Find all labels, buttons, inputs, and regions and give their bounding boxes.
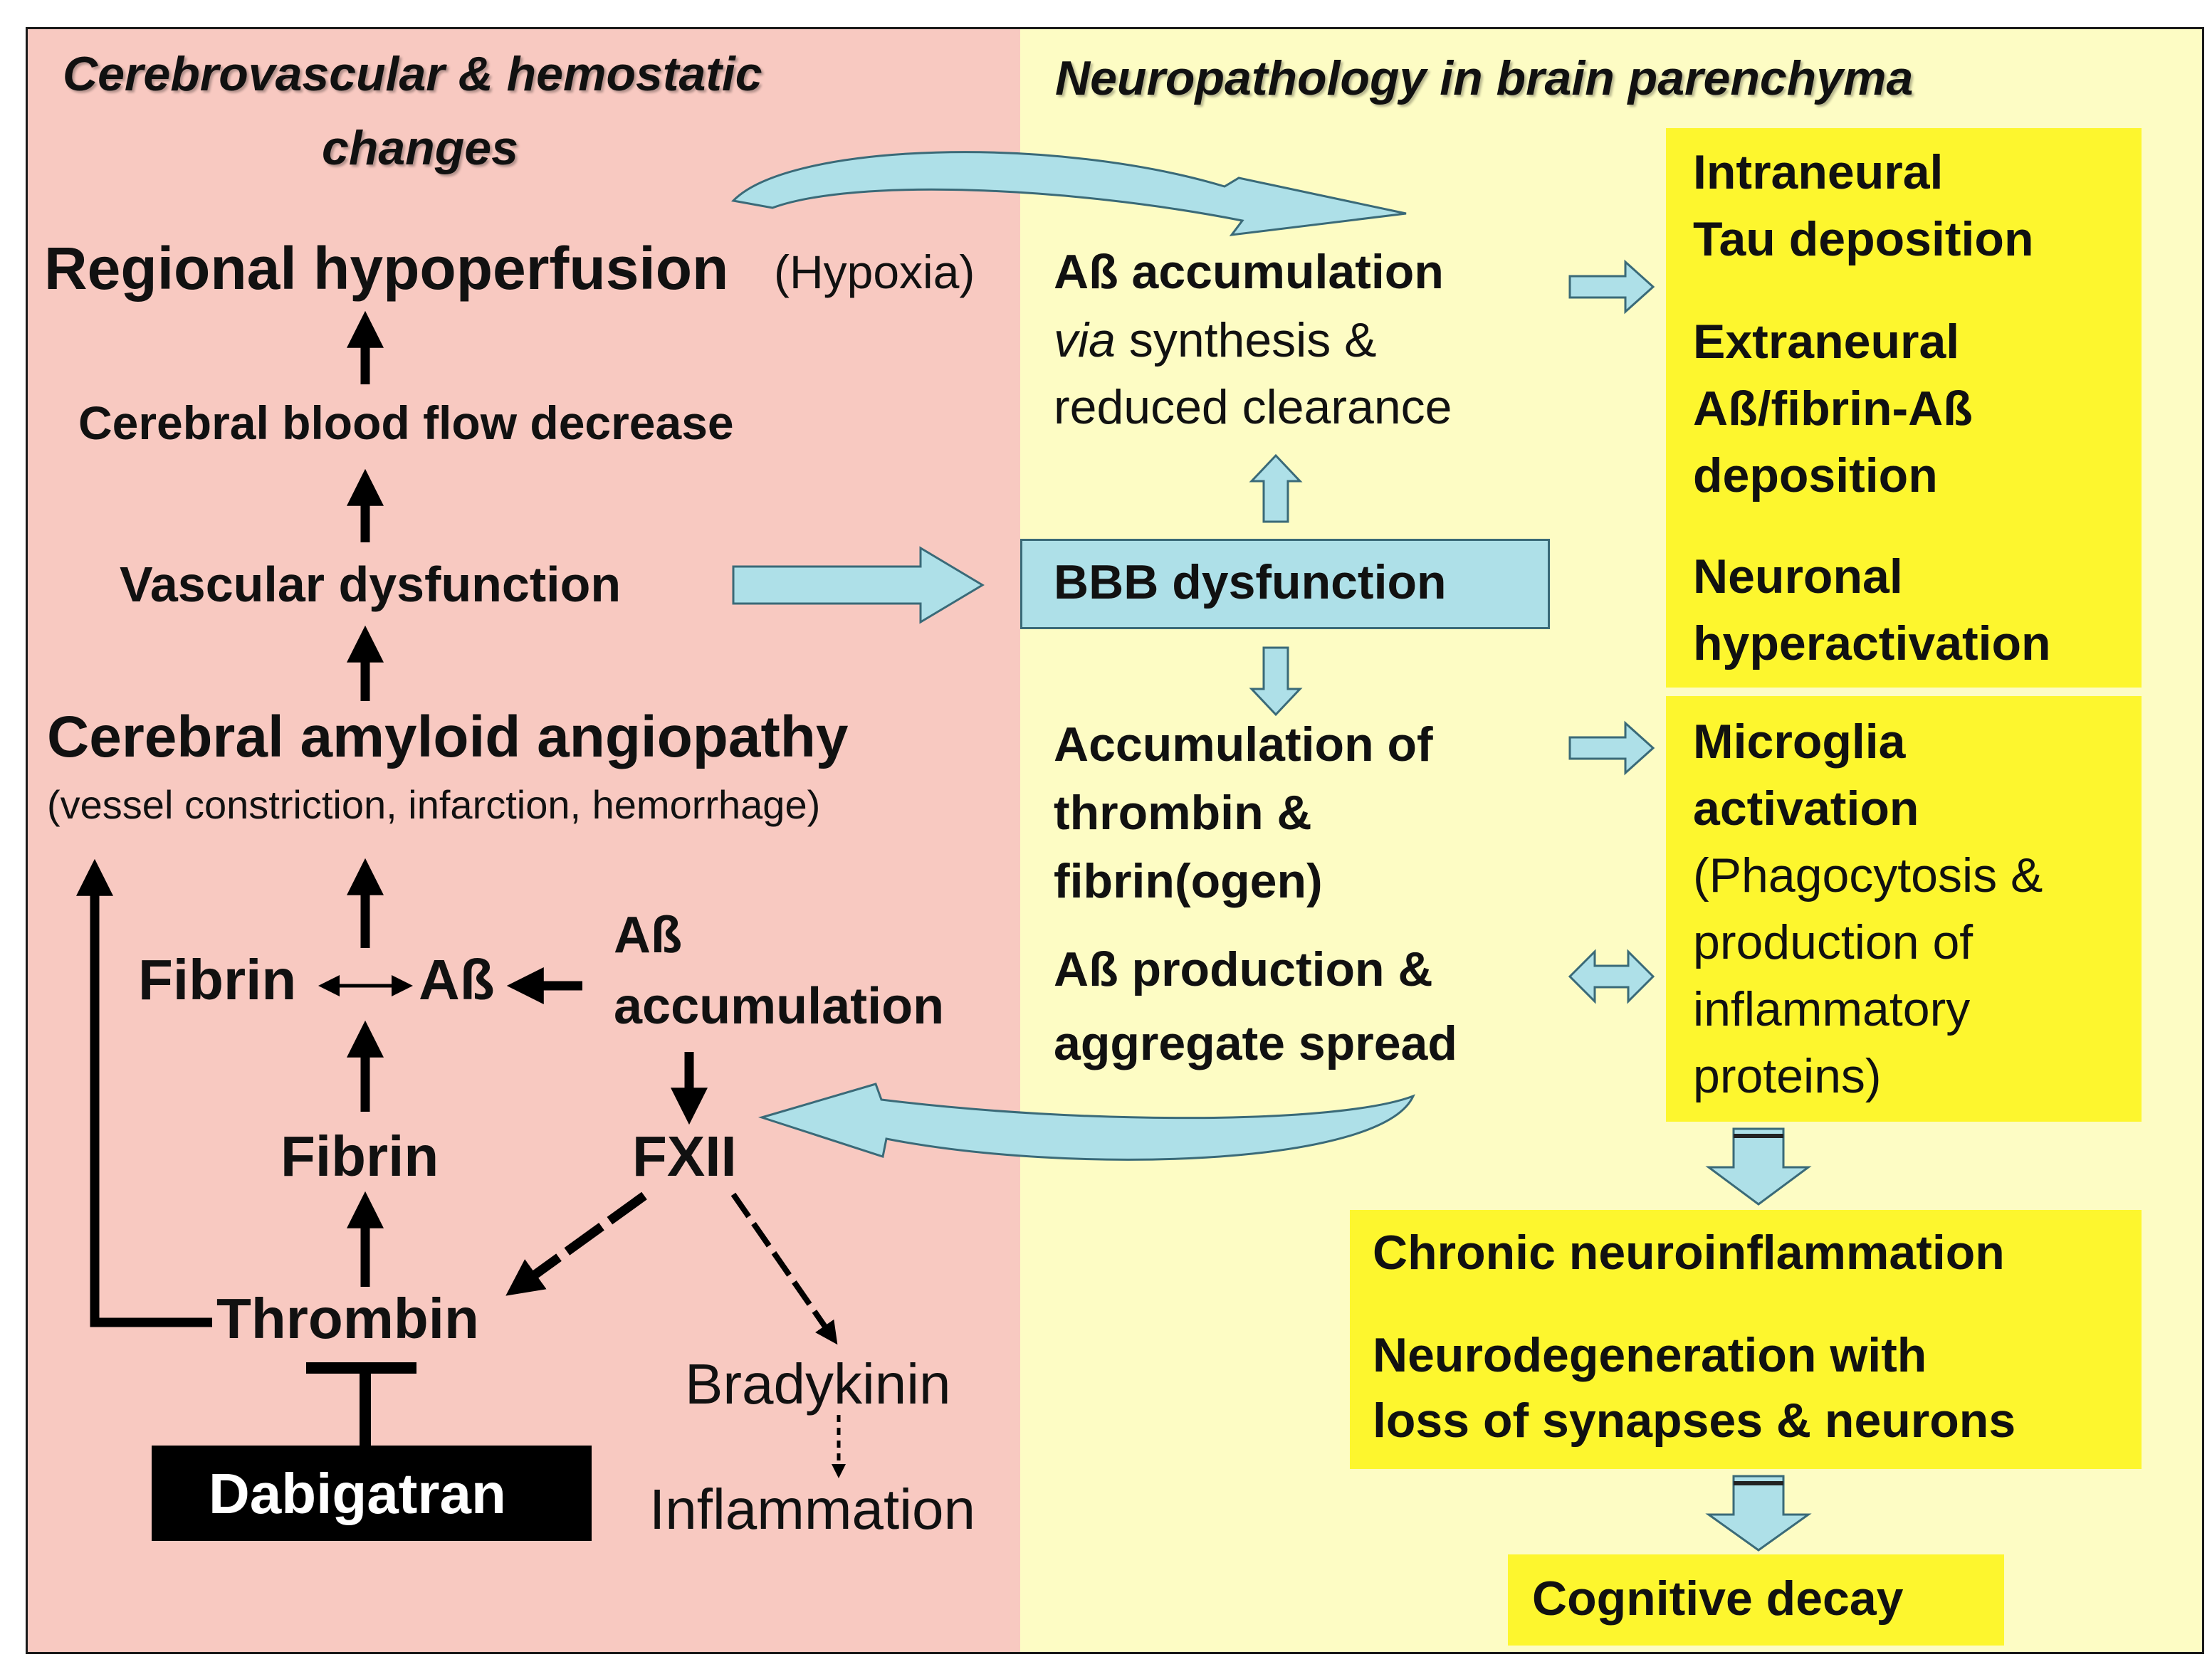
caa-label: Cerebral amyloid angiopathy [47,705,849,769]
microglia-line4: production of [1693,915,1973,969]
curved-arrow-bottom [758,1083,1415,1161]
neurodegeneration-line2: loss of synapses & neurons [1373,1394,2016,1448]
extraneural-line1: Extraneural [1693,315,1960,369]
arrow-vascular-to-bbb [732,546,985,624]
arrow-fxii-to-thrombin [505,1191,647,1296]
ab-accumulation-label: Aß accumulation [1054,245,1444,299]
arrow-abaccum-to-tau [1568,259,1655,315]
synthesis-line: via synthesis & [1054,313,1377,367]
vascular-dysfunction-label: Vascular dysfunction [120,557,622,612]
thrombin-accumulation-line1: Accumulation of [1054,717,1433,772]
arrow-thrombin-to-microglia [1568,720,1655,776]
arrow-fxii-to-bradykinin [730,1192,838,1345]
reduced-clearance-label: reduced clearance [1054,380,1452,434]
extraneural-line2: Aß/fibrin-Aß [1693,381,1973,436]
regional-hypoperfusion-label: Regional hypoperfusion [44,235,729,302]
arrow-abprod-microglia [1568,949,1655,1004]
thrombin-accumulation-line2: thrombin & [1054,786,1312,840]
caa-detail-label: (vessel constriction, infarction, hemorr… [47,782,821,827]
neuronal-line2: hyperactivation [1693,616,2051,670]
dabigatran-box [152,1446,592,1541]
fxii-label: FXII [632,1125,737,1188]
ab-accumulation-line1: Aß [614,907,682,964]
tau-box [1666,128,2142,688]
inflammation-label: Inflammation [649,1478,975,1541]
microglia-line6: proteins) [1693,1049,1882,1103]
cognitive-decay-label: Cognitive decay [1532,1572,1904,1626]
left-heading-line1: Cerebrovascular & hemostatic [63,47,762,101]
neurodegeneration-line1: Neurodegeneration with [1373,1328,1927,1382]
chronic-neuroinflammation-label: Chronic neuroinflammation [1373,1226,2005,1280]
right-heading: Neuropathology in brain parenchyma [1055,51,1914,105]
synthesis-text: synthesis & [1115,313,1377,367]
fibrin-ab-ab: Aß [419,948,495,1011]
curved-arrow-top [730,151,1407,236]
thrombin-accumulation-line3: fibrin(ogen) [1054,854,1323,908]
arrow-bbb-to-abaccum [1249,453,1303,523]
fibrin-ab-fibrin: Fibrin [138,948,297,1011]
left-heading-line2: changes [322,121,518,175]
tau-line2: Tau deposition [1693,212,2034,266]
extraneural-line3: deposition [1693,448,1938,502]
fibrin-label: Fibrin [281,1125,439,1188]
ab-production-line2: aggregate spread [1054,1016,1457,1070]
arrow-bbb-to-thrombin [1249,646,1303,717]
hypoxia-label: (Hypoxia) [774,246,975,298]
diagram-frame [26,27,2204,1654]
neuronal-line1: Neuronal [1693,549,1903,604]
tau-line1: Intraneural [1693,145,1944,199]
neuroinflammation-box [1350,1210,2142,1469]
microglia-line3: (Phagocytosis & [1693,848,2043,902]
arrow-neurodegen-to-cognitive [1705,1475,1812,1552]
microglia-box [1666,696,2142,1122]
microglia-line1: Microglia [1693,715,1906,769]
cbf-decrease-label: Cerebral blood flow decrease [78,396,734,449]
via-text: via [1054,313,1116,367]
arrow-thrombin-to-caa [76,858,212,1327]
cognitive-box [1508,1554,2004,1646]
bbb-label: BBB dysfunction [1054,555,1447,609]
ab-accumulation-line2: accumulation [614,978,945,1035]
microglia-line5: inflammatory [1693,982,1971,1036]
arrow-microglia-to-chronic [1705,1127,1812,1206]
ab-production-line1: Aß production & [1054,942,1433,996]
microglia-line2: activation [1693,781,1919,836]
thrombin-label: Thrombin [216,1287,479,1350]
hemostatic-panel [28,29,1020,1652]
dabigatran-label: Dabigatran [209,1462,506,1525]
bradykinin-label: Bradykinin [685,1352,951,1416]
bbb-box [1020,539,1550,629]
